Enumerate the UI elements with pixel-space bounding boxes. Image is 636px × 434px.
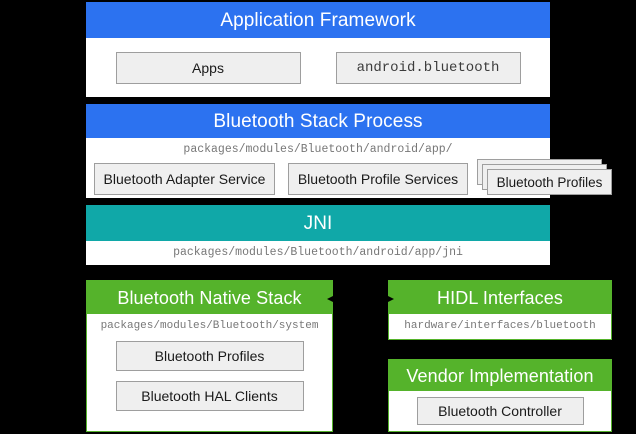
section-jni: JNI packages/modules/Bluetooth/android/a… [86, 205, 550, 265]
box-bluetooth-profile-services[interactable]: Bluetooth Profile Services [288, 163, 468, 195]
jni-path-label: packages/modules/Bluetooth/android/app/j… [173, 245, 463, 259]
stacked-box-bluetooth-profiles[interactable]: Bluetooth Profiles [477, 159, 612, 199]
stack-process-box-row: Bluetooth Adapter Service Bluetooth Prof… [86, 159, 612, 195]
hidl-interfaces-header: HIDL Interfaces [389, 281, 611, 314]
native-stack-path-label: packages/modules/Bluetooth/system [100, 320, 319, 332]
application-framework-body: Apps android.bluetooth [86, 38, 550, 97]
stacked-layer-front-label[interactable]: Bluetooth Profiles [487, 169, 612, 195]
bluetooth-native-stack-header: Bluetooth Native Stack [87, 281, 332, 314]
box-bluetooth-profiles-native[interactable]: Bluetooth Profiles [115, 341, 304, 372]
jni-body: packages/modules/Bluetooth/android/app/j… [86, 241, 550, 265]
bluetooth-native-stack-body: packages/modules/Bluetooth/system Blueto… [87, 314, 332, 431]
vendor-implementation-body: Bluetooth Controller [389, 391, 611, 431]
section-hidl-interfaces: HIDL Interfaces hardware/interfaces/blue… [388, 280, 612, 340]
application-framework-header: Application Framework [86, 2, 550, 38]
section-application-framework: Application Framework Apps android.bluet… [86, 2, 550, 97]
stack-process-path-label: packages/modules/Bluetooth/android/app/ [183, 143, 453, 156]
section-vendor-implementation: Vendor Implementation Bluetooth Controll… [388, 359, 612, 432]
hidl-interfaces-body: hardware/interfaces/bluetooth [389, 314, 611, 339]
box-android-bluetooth[interactable]: android.bluetooth [335, 51, 521, 84]
section-bluetooth-stack-process: Bluetooth Stack Process packages/modules… [86, 104, 612, 198]
hidl-path-label: hardware/interfaces/bluetooth [404, 320, 596, 333]
box-apps[interactable]: Apps [115, 51, 301, 84]
bluetooth-stack-process-header: Bluetooth Stack Process [86, 104, 550, 138]
box-bluetooth-hal-clients[interactable]: Bluetooth HAL Clients [115, 381, 304, 412]
box-bluetooth-controller[interactable]: Bluetooth Controller [416, 397, 584, 425]
vendor-implementation-header: Vendor Implementation [389, 360, 611, 391]
section-bluetooth-native-stack: Bluetooth Native Stack packages/modules/… [86, 280, 333, 432]
bluetooth-stack-process-body: packages/modules/Bluetooth/android/app/ … [86, 138, 612, 198]
box-bluetooth-adapter-service[interactable]: Bluetooth Adapter Service [94, 163, 275, 195]
jni-header: JNI [86, 205, 550, 241]
connector-native-stack-to-hidl-icon [327, 294, 394, 304]
